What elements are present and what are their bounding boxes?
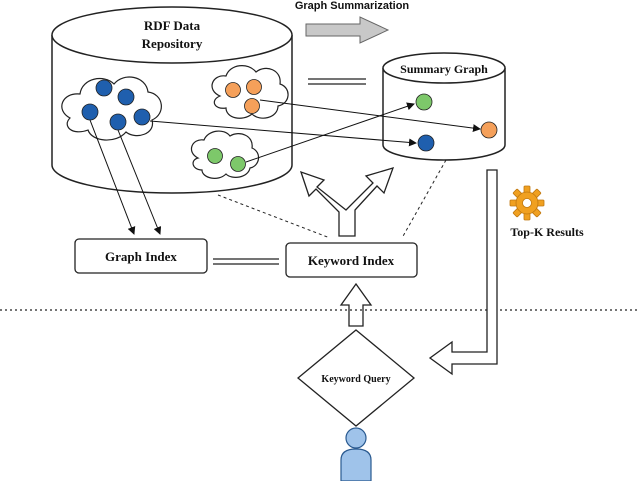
blue-node bbox=[109, 113, 127, 131]
blue-to-graph-index-arrow bbox=[89, 119, 136, 235]
index-equivalence-symbol bbox=[213, 258, 279, 265]
blue-to-graph-index-arrow bbox=[117, 129, 162, 235]
green-node bbox=[230, 156, 246, 172]
equivalence-symbol bbox=[308, 78, 366, 85]
summary-graph-cylinder: Summary Graph bbox=[382, 52, 506, 161]
gear-icon bbox=[509, 185, 545, 221]
top-k-results-label: Top-K Results bbox=[510, 225, 584, 239]
blue-cluster-cloud bbox=[61, 76, 162, 141]
orange-node bbox=[244, 98, 260, 114]
orange-to-summary-arrow bbox=[259, 99, 481, 133]
summary-blue-node bbox=[417, 134, 435, 152]
keyword-index-box: Keyword Index bbox=[285, 242, 418, 278]
keyword-query-diamond: Keyword Query bbox=[296, 329, 416, 427]
green-node bbox=[207, 148, 223, 164]
rdf-repository-label-line1: RDF Data bbox=[144, 18, 201, 33]
blue-node bbox=[95, 79, 113, 97]
orange-node bbox=[246, 79, 262, 95]
blue-node bbox=[117, 88, 135, 106]
graph-index-label: Graph Index bbox=[105, 249, 177, 264]
graph-index-box: Graph Index bbox=[74, 238, 208, 274]
summary-orange-node bbox=[480, 121, 498, 139]
blue-node bbox=[81, 103, 99, 121]
blue-node bbox=[133, 108, 151, 126]
summary-graph-label: Summary Graph bbox=[400, 62, 488, 76]
rdf-repository-label-line2: Repository bbox=[142, 36, 203, 51]
dashed-connector bbox=[217, 194, 331, 239]
keyword-query-label: Keyword Query bbox=[321, 374, 390, 385]
summary-green-node bbox=[415, 93, 433, 111]
blue-to-summary-arrow bbox=[149, 120, 417, 147]
graph-summarization-label: Graph Summarization bbox=[295, 0, 410, 12]
dashed-connector bbox=[401, 159, 447, 239]
query-up-arrow bbox=[339, 282, 373, 327]
orange-node bbox=[225, 82, 241, 98]
keyword-index-label: Keyword Index bbox=[308, 253, 395, 268]
graph-summarization-arrow bbox=[305, 16, 390, 44]
results-return-arrow bbox=[428, 169, 498, 376]
green-to-summary-arrow bbox=[245, 102, 415, 163]
split-up-arrow bbox=[299, 167, 395, 237]
user-icon bbox=[340, 427, 372, 481]
